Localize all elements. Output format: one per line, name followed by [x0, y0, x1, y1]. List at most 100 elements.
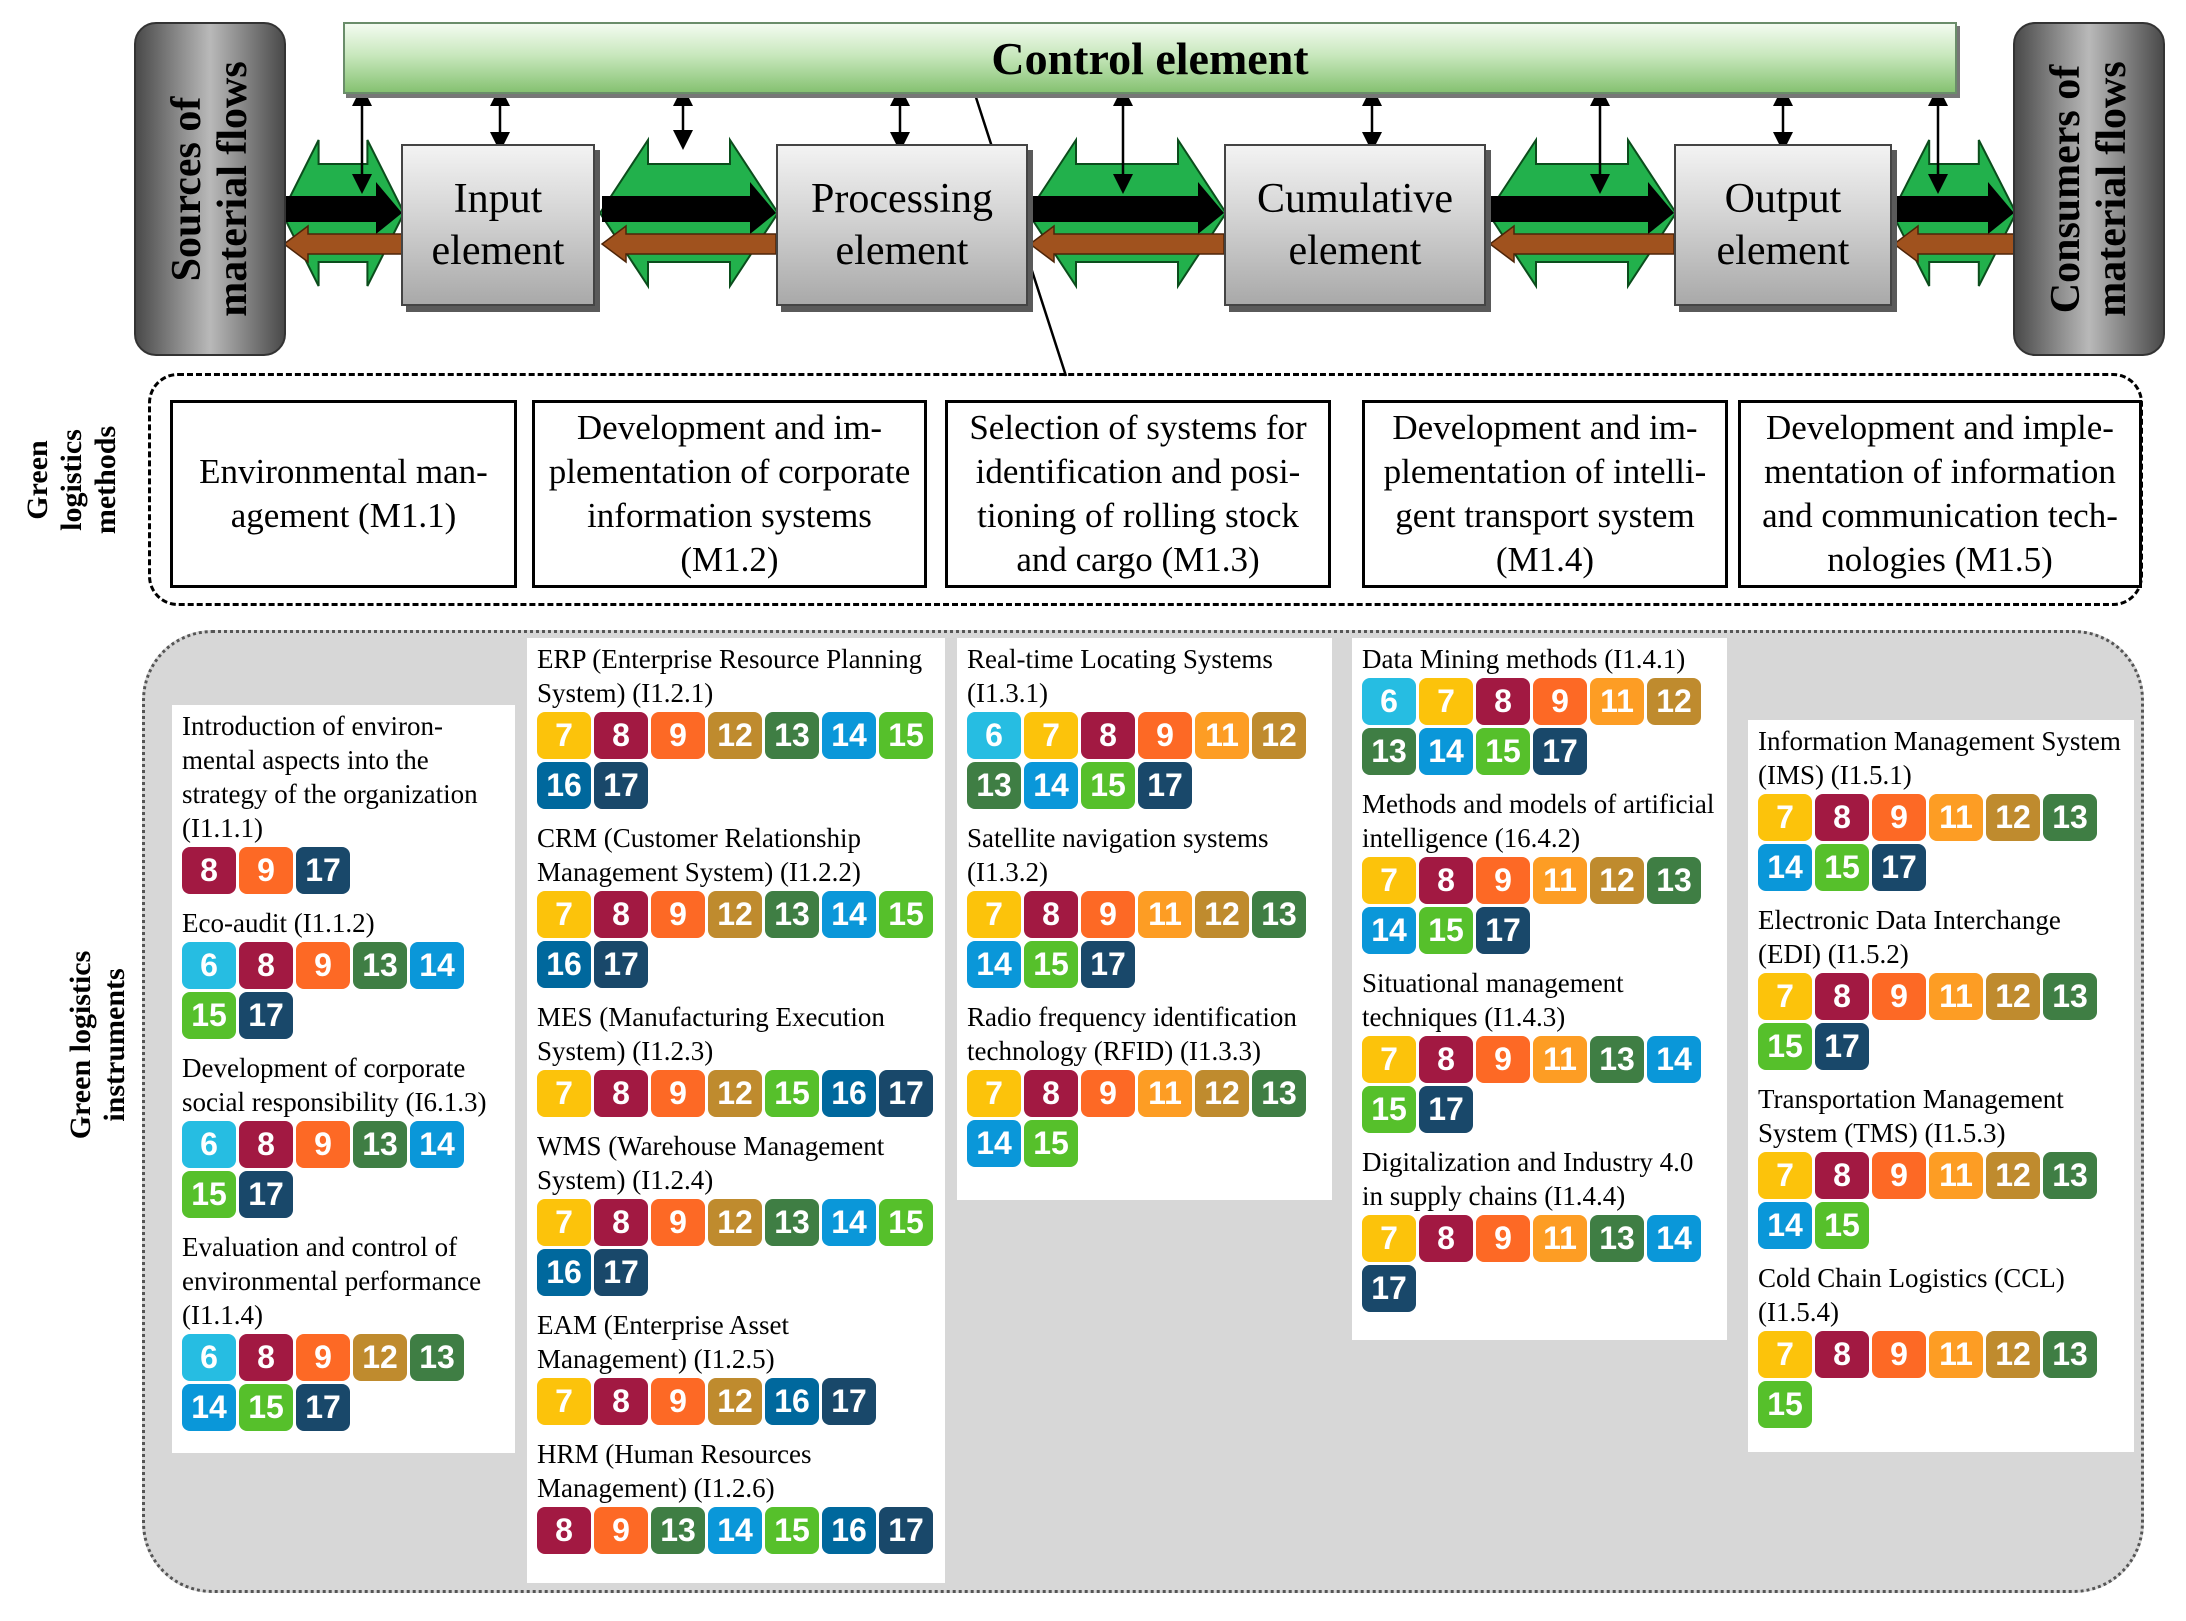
- sdg-13-badge: 13: [353, 1121, 407, 1168]
- method-m1-2: Development and im- plementation of corp…: [532, 400, 927, 588]
- sdg-14-badge: 14: [1419, 728, 1473, 775]
- sdg-16-badge: 16: [822, 1070, 876, 1117]
- sdg-15-badge: 15: [879, 1199, 933, 1246]
- sdg-8-badge: 8: [1024, 1070, 1078, 1117]
- sdg-9-badge: 9: [1872, 973, 1926, 1020]
- sdg-11-badge: 11: [1590, 678, 1644, 725]
- instrument-label: Satellite navigation systems (I1.3.2): [967, 823, 1269, 887]
- cumulative-element-box: Cumulative element: [1224, 144, 1486, 306]
- sdg-8-badge: 8: [182, 847, 236, 894]
- sdg-14-badge: 14: [1758, 844, 1812, 891]
- sdg-11-badge: 11: [1929, 973, 1983, 1020]
- sdg-15-badge: 15: [182, 992, 236, 1039]
- sdg-9-badge: 9: [1138, 712, 1192, 759]
- sdg-16-badge: 16: [765, 1378, 819, 1425]
- sdg-9-badge: 9: [651, 1378, 705, 1425]
- sdg-6-badge: 6: [182, 1334, 236, 1381]
- sdg-16-badge: 16: [537, 762, 591, 809]
- sdg-13-badge: 13: [967, 762, 1021, 809]
- sdg-8-badge: 8: [1476, 678, 1530, 725]
- sdg-15-badge: 15: [1476, 728, 1530, 775]
- sdg-15-badge: 15: [1758, 1381, 1812, 1428]
- sdg-13-badge: 13: [410, 1334, 464, 1381]
- sdg-11-badge: 11: [1929, 1331, 1983, 1378]
- sources-box: Sources of material flows: [134, 22, 286, 356]
- sdg-8-badge: 8: [1419, 857, 1473, 904]
- sdg-8-badge: 8: [1815, 973, 1869, 1020]
- sdg-8-badge: 8: [594, 712, 648, 759]
- instrument-label: Eco-audit (I1.1.2): [182, 908, 375, 938]
- instrument-label: Cold Chain Logistics (CCL) (I1.5.4): [1758, 1263, 2065, 1327]
- sdg-14-badge: 14: [1758, 1202, 1812, 1249]
- sdg-17-badge: 17: [1419, 1086, 1473, 1133]
- sdg-8-badge: 8: [239, 1121, 293, 1168]
- sdg-7-badge: 7: [537, 1378, 591, 1425]
- sdg-8-badge: 8: [1815, 1331, 1869, 1378]
- instrument-label: HRM (Human Resources Management) (I1.2.6…: [537, 1439, 812, 1503]
- sdg-17-badge: 17: [594, 941, 648, 988]
- sdg-15-badge: 15: [765, 1070, 819, 1117]
- forward-flow-arrow: [1894, 182, 2014, 234]
- sdg-14-badge: 14: [822, 712, 876, 759]
- sdg-14-badge: 14: [822, 1199, 876, 1246]
- sdg-11-badge: 11: [1929, 1152, 1983, 1199]
- sdg-8-badge: 8: [594, 1070, 648, 1117]
- sdg-17-badge: 17: [239, 992, 293, 1039]
- sdg-11-badge: 11: [1533, 857, 1587, 904]
- sdg-8-badge: 8: [1419, 1036, 1473, 1083]
- instrument-label: EAM (Enterprise Asset Management) (I1.2.…: [537, 1310, 789, 1374]
- sdg-12-badge: 12: [1986, 794, 2040, 841]
- instruments-column-m1-1: Introduction of environ- mental aspects …: [172, 705, 515, 1453]
- sdg-15-badge: 15: [1815, 1202, 1869, 1249]
- sdg-7-badge: 7: [1758, 794, 1812, 841]
- methods-section-label: Green logistics methods: [21, 425, 122, 535]
- consumers-box: Consumers of material flows: [2013, 22, 2165, 356]
- sdg-9-badge: 9: [651, 1199, 705, 1246]
- sdg-9-badge: 9: [1476, 857, 1530, 904]
- sdg-9-badge: 9: [1476, 1036, 1530, 1083]
- sdg-17-badge: 17: [1362, 1265, 1416, 1312]
- input-element-box: Input element: [401, 144, 595, 306]
- sdg-7-badge: 7: [537, 891, 591, 938]
- sdg-14-badge: 14: [967, 1120, 1021, 1167]
- sdg-14-badge: 14: [967, 941, 1021, 988]
- forward-flow-arrow: [602, 182, 776, 234]
- sdg-9-badge: 9: [1081, 1070, 1135, 1117]
- method-m1-5: Development and imple- mentation of info…: [1738, 400, 2142, 588]
- sdg-9-badge: 9: [1872, 794, 1926, 841]
- sdg-15-badge: 15: [1024, 941, 1078, 988]
- sdg-9-badge: 9: [594, 1507, 648, 1554]
- sdg-7-badge: 7: [1362, 1215, 1416, 1262]
- instrument-label: Electronic Data Interchange (EDI) (I1.5.…: [1758, 905, 2061, 969]
- sdg-15-badge: 15: [1419, 907, 1473, 954]
- sdg-13-badge: 13: [353, 942, 407, 989]
- sdg-7-badge: 7: [967, 1070, 1021, 1117]
- reverse-flow-arrow: [600, 224, 777, 264]
- instrument-label: Methods and models of artificial intelli…: [1362, 789, 1715, 853]
- sdg-14-badge: 14: [1647, 1036, 1701, 1083]
- sdg-9-badge: 9: [651, 712, 705, 759]
- sdg-9-badge: 9: [651, 1070, 705, 1117]
- instrument-label: Evaluation and control of environmental …: [182, 1232, 482, 1330]
- sdg-8-badge: 8: [1419, 1215, 1473, 1262]
- sdg-9-badge: 9: [1872, 1152, 1926, 1199]
- sdg-13-badge: 13: [765, 891, 819, 938]
- sdg-17-badge: 17: [594, 762, 648, 809]
- sdg-7-badge: 7: [1419, 678, 1473, 725]
- sdg-12-badge: 12: [1252, 712, 1306, 759]
- sdg-15-badge: 15: [765, 1507, 819, 1554]
- consumers-label: Consumers of material flows: [2043, 61, 2135, 317]
- sdg-14-badge: 14: [1024, 762, 1078, 809]
